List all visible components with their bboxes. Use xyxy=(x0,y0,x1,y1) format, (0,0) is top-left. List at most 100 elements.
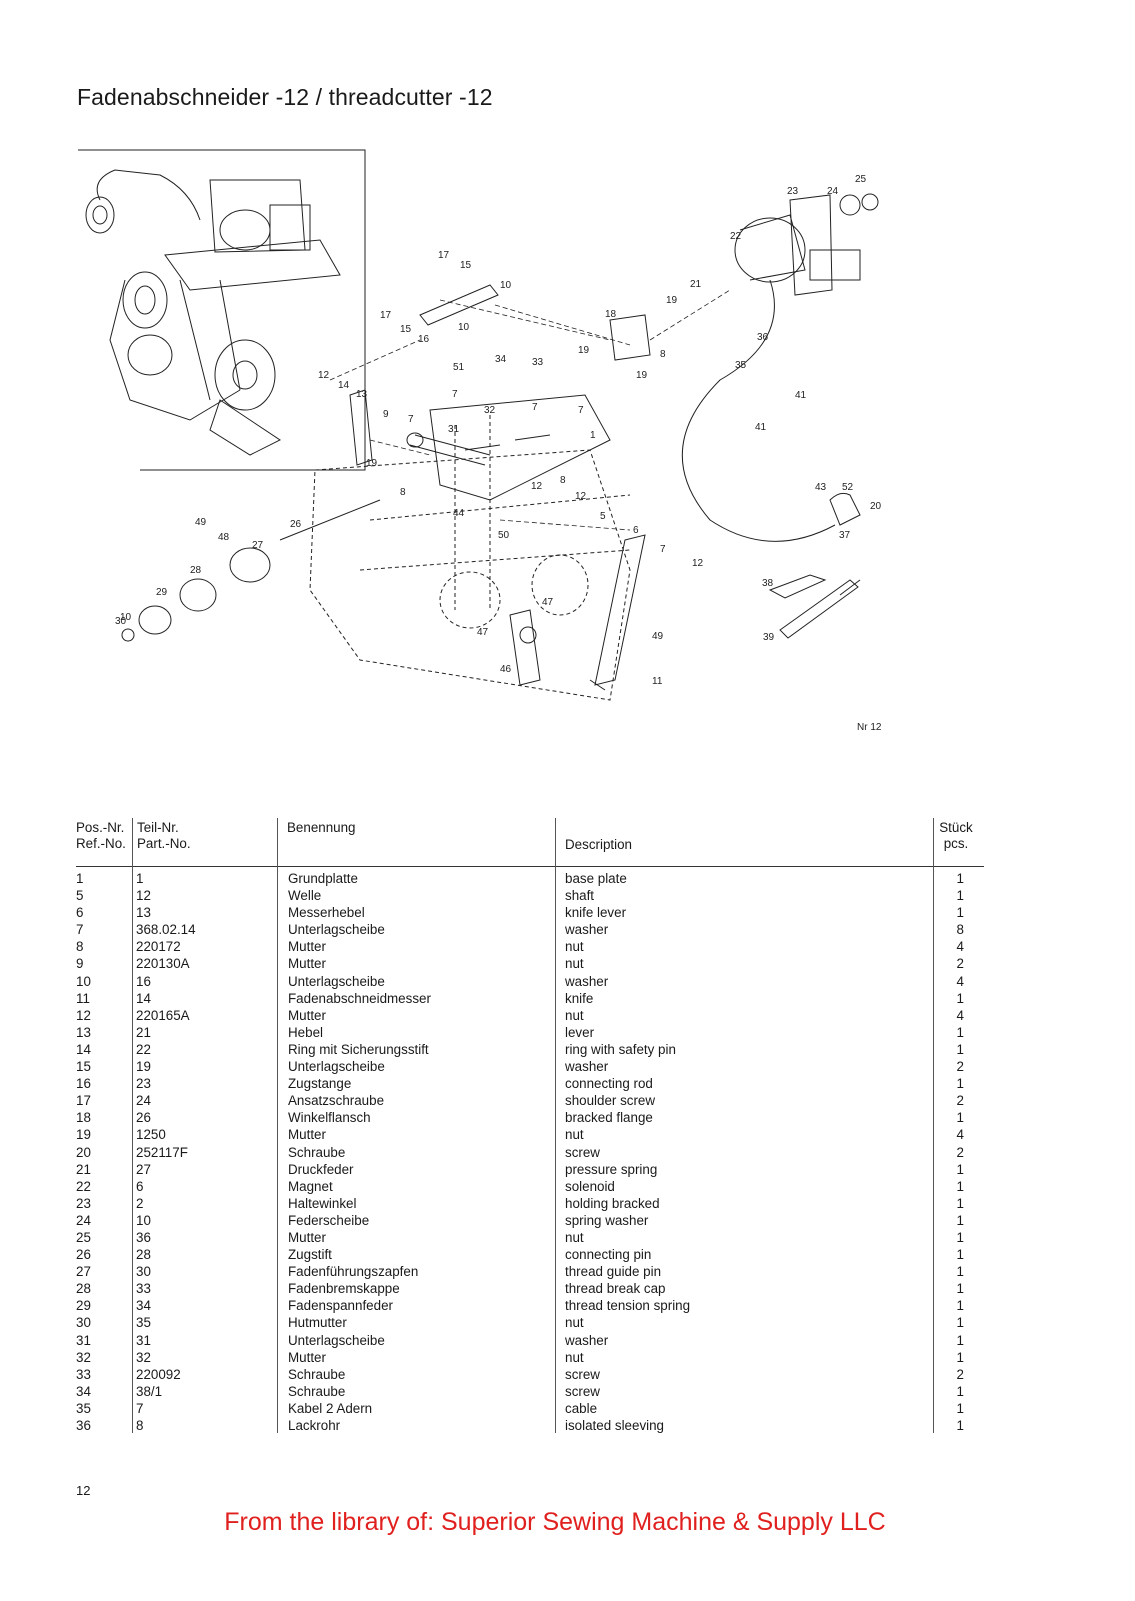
callout-label: 34 xyxy=(495,354,507,365)
cell-qty: 1 xyxy=(956,1161,964,1177)
cell-description: thread guide pin xyxy=(565,1264,662,1280)
cell-part-no: 38/1 xyxy=(136,1383,163,1399)
callout-label: 51 xyxy=(453,362,465,373)
callout-label: 47 xyxy=(542,597,554,608)
cell-pos: 33 xyxy=(76,1366,91,1382)
cell-qty: 1 xyxy=(956,1247,964,1263)
library-footer: From the library of: Superior Sewing Mac… xyxy=(224,1508,886,1536)
cell-benennung: Fadenabschneidmesser xyxy=(288,990,431,1006)
table-header: Pos.-Nr. Ref.-No. Teil-Nr. Part.-No. Ben… xyxy=(76,818,984,860)
callout-label: 25 xyxy=(855,174,867,185)
cell-pos: 32 xyxy=(76,1349,91,1365)
cell-qty: 1 xyxy=(956,905,964,921)
cell-pos: 10 xyxy=(76,973,91,989)
cell-description: connecting rod xyxy=(565,1076,653,1092)
diagram-mark: Nr 12 xyxy=(857,722,882,733)
cell-qty: 1 xyxy=(956,1383,964,1399)
callout-label: 35 xyxy=(735,360,747,371)
cell-pos: 35 xyxy=(76,1400,91,1416)
cell-benennung: Fadenspannfeder xyxy=(288,1298,393,1314)
header-part-no: Teil-Nr. Part.-No. xyxy=(137,820,191,851)
cell-qty: 1 xyxy=(956,1264,964,1280)
callout-label: 47 xyxy=(477,627,489,638)
cell-part-no: 16 xyxy=(136,973,151,989)
cell-description: washer xyxy=(565,1332,609,1348)
cell-pos: 34 xyxy=(76,1383,91,1399)
cell-benennung: Welle xyxy=(288,888,322,904)
callout-label: 12 xyxy=(318,370,330,381)
callout-label: 19 xyxy=(578,345,590,356)
cell-qty: 1 xyxy=(956,1418,964,1433)
cell-benennung: Ring mit Sicherungsstift xyxy=(288,1041,429,1057)
callout-label: 19 xyxy=(666,295,678,306)
cell-part-no: 34 xyxy=(136,1298,151,1314)
cell-qty: 4 xyxy=(956,1007,964,1023)
cell-qty: 1 xyxy=(956,1332,964,1348)
cell-pos: 22 xyxy=(76,1178,91,1194)
callout-label: 8 xyxy=(400,487,406,498)
page-title: Fadenabschneider -12 / threadcutter -12 xyxy=(77,84,493,110)
cell-part-no: 14 xyxy=(136,990,151,1006)
cell-pos: 8 xyxy=(76,939,84,955)
cell-qty: 2 xyxy=(956,1366,964,1382)
callout-label: 10 xyxy=(458,322,470,333)
callout-label: 5 xyxy=(600,511,606,522)
cell-part-no: 368.02.14 xyxy=(136,922,196,938)
cell-pos: 28 xyxy=(76,1281,91,1297)
callout-label: 29 xyxy=(156,587,168,598)
cell-part-no: 31 xyxy=(136,1332,151,1348)
column-divider xyxy=(277,818,278,1433)
cell-part-no: 252117F xyxy=(136,1144,188,1160)
cell-qty: 1 xyxy=(956,1400,964,1416)
cell-qty: 1 xyxy=(956,1281,964,1297)
cell-pos: 21 xyxy=(76,1161,91,1177)
cell-qty: 2 xyxy=(956,1144,964,1160)
callout-label: 12 xyxy=(692,558,704,569)
cell-pos: 29 xyxy=(76,1298,91,1314)
cell-description: nut xyxy=(565,1315,584,1331)
header-description: Description xyxy=(565,837,632,852)
cell-description: thread tension spring xyxy=(565,1298,691,1314)
cell-part-no: 220092 xyxy=(136,1366,181,1382)
cell-pos: 7 xyxy=(76,922,84,938)
callout-label: 13 xyxy=(356,389,368,400)
callout-label: 14 xyxy=(338,380,350,391)
cell-qty: 1 xyxy=(956,1212,964,1228)
callout-label: 30 xyxy=(115,616,127,627)
cell-part-no: 36 xyxy=(136,1229,151,1245)
callout-label: 36 xyxy=(757,332,769,343)
cell-part-no: 7 xyxy=(136,1400,144,1416)
cell-benennung: Unterlagscheibe xyxy=(288,1059,385,1075)
cell-benennung: Haltewinkel xyxy=(288,1195,357,1211)
diagram-drawing: 1 5 6 7 7 7 7 7 8 8 8 9 10 10 10 11 12 1… xyxy=(78,149,882,733)
cell-pos: 30 xyxy=(76,1315,91,1331)
cell-pos: 25 xyxy=(76,1229,91,1245)
cell-qty: 4 xyxy=(956,939,964,955)
cell-benennung: Mutter xyxy=(288,1007,326,1023)
callout-label: 46 xyxy=(500,664,512,675)
cell-description: isolated sleeving xyxy=(565,1418,665,1433)
cell-pos: 26 xyxy=(76,1247,91,1263)
cell-qty: 1 xyxy=(956,1349,964,1365)
cell-description: nut xyxy=(565,956,584,972)
cell-description: holding bracked xyxy=(565,1195,660,1211)
callout-label: 1 xyxy=(590,430,596,441)
cell-part-no: 32 xyxy=(136,1349,151,1365)
callout-label: 6 xyxy=(633,525,639,536)
callout-label: 18 xyxy=(605,309,617,320)
cell-benennung: Unterlagscheibe xyxy=(288,922,385,938)
cell-description: thread break cap xyxy=(565,1281,666,1297)
cell-part-no: 23 xyxy=(136,1076,151,1092)
cell-part-no: 8 xyxy=(136,1418,144,1433)
cell-part-no: 13 xyxy=(136,905,151,921)
